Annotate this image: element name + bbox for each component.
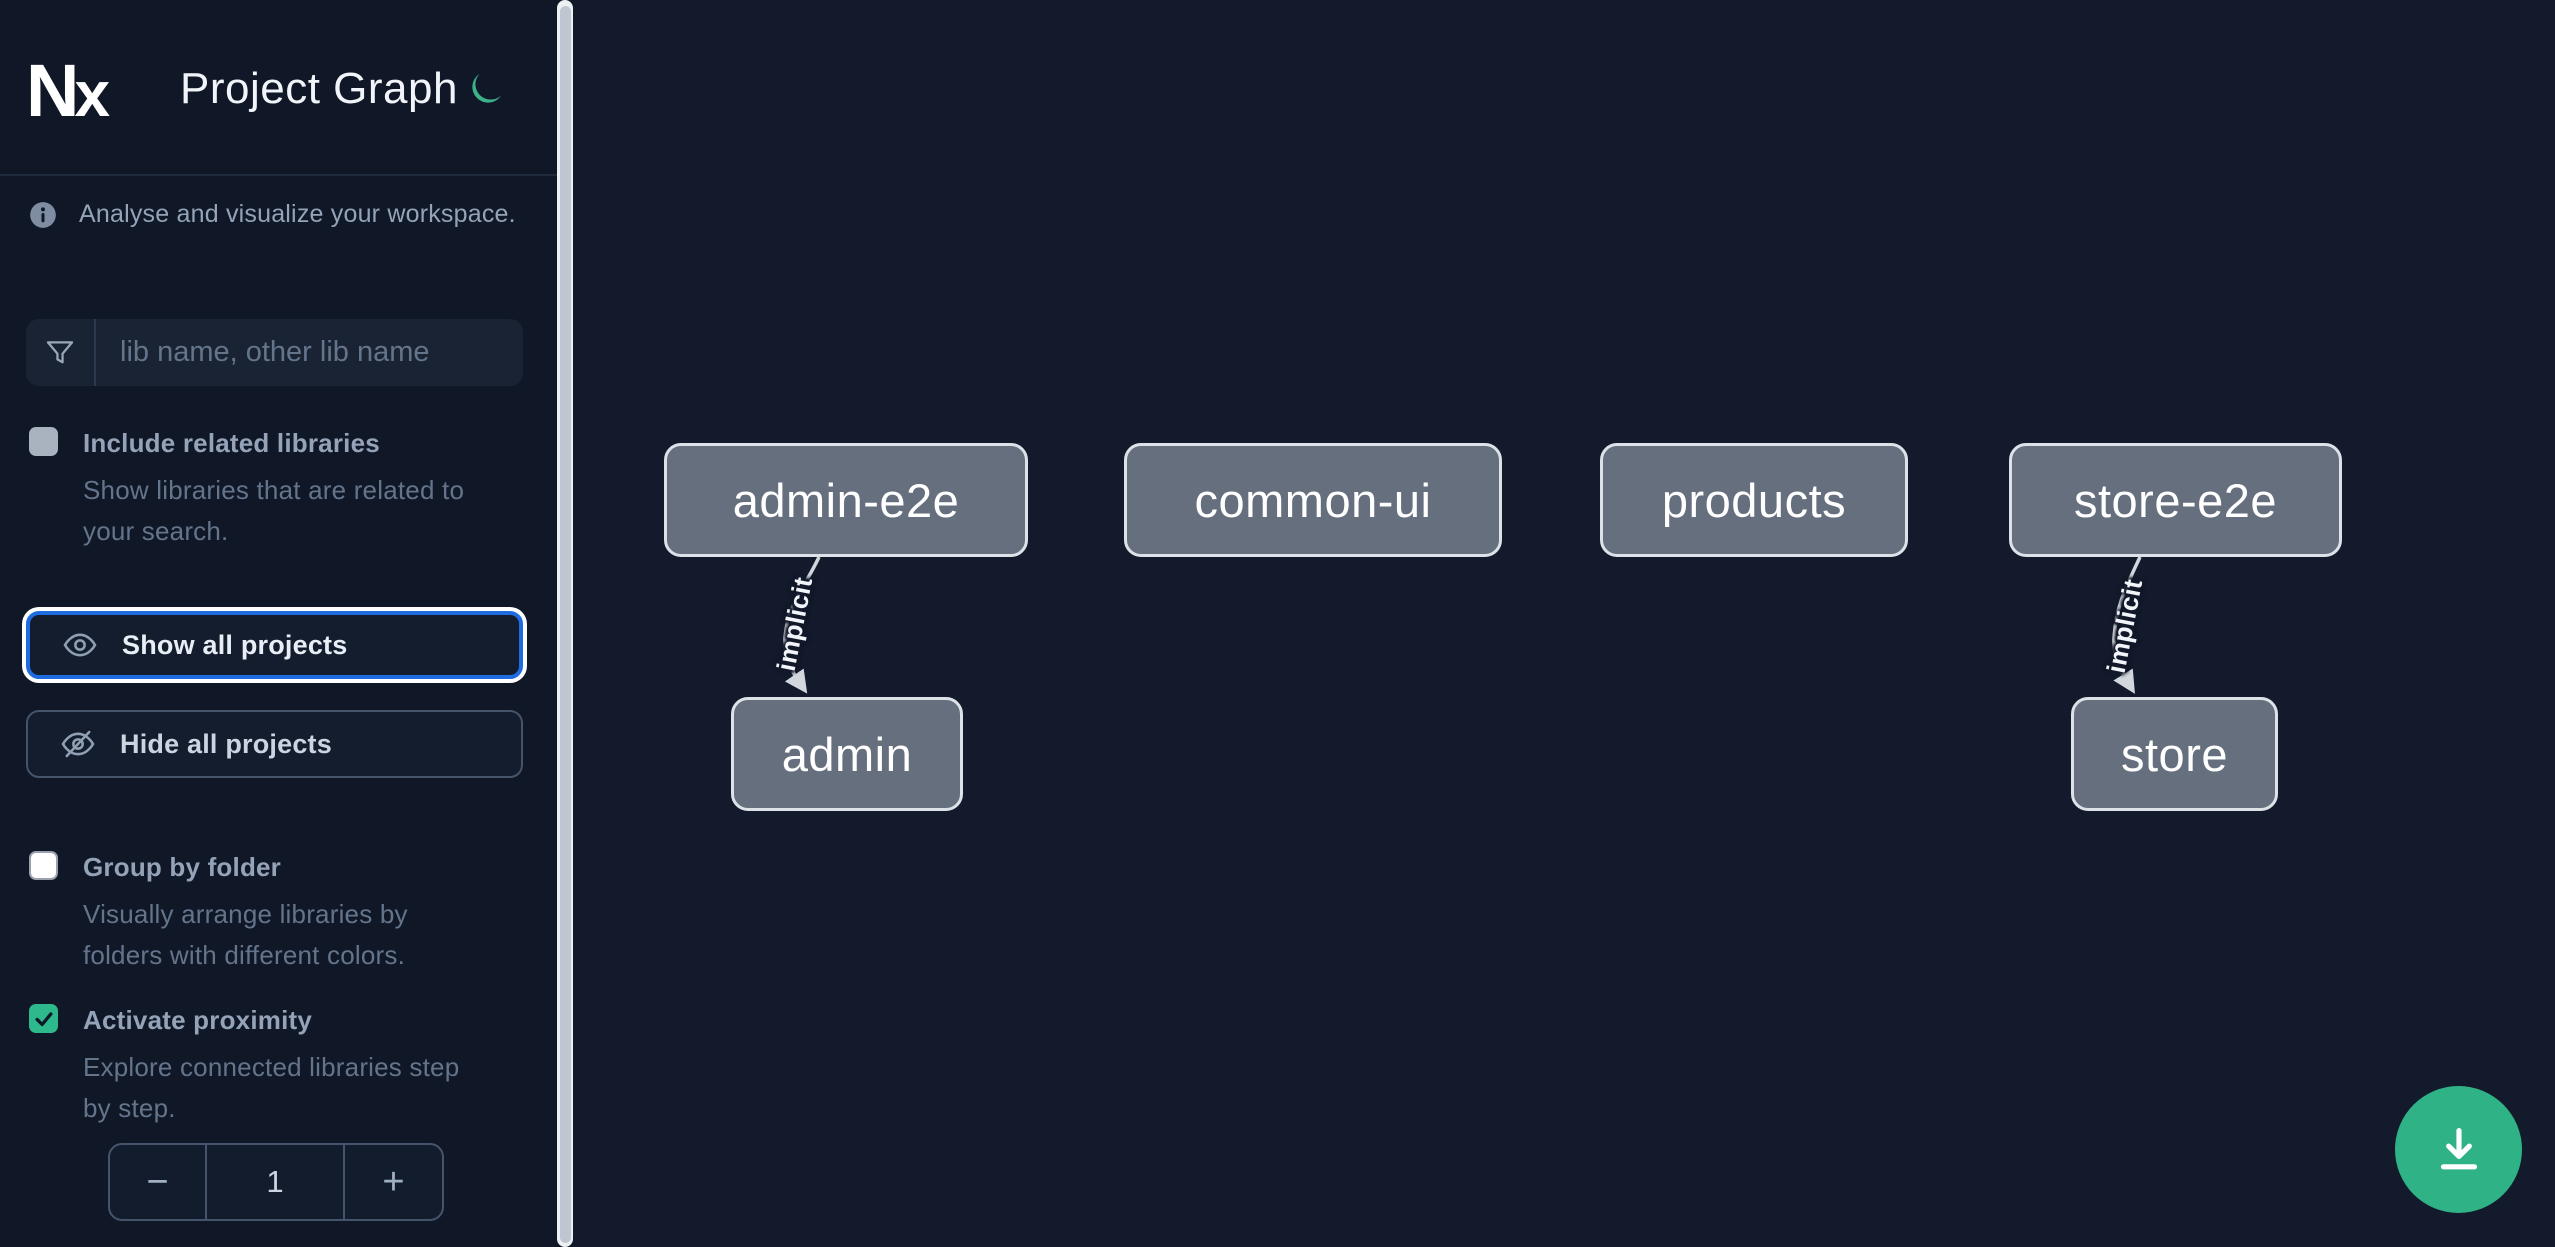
activate-proximity-label: Activate proximity [83,1005,313,1035]
graph-node-store[interactable]: store [2071,697,2278,811]
sidebar: Nx Project Graph Analyse and visualize y… [0,0,573,1247]
check-icon [33,1008,55,1030]
graph-node-store-e2e[interactable]: store-e2e [2009,443,2342,557]
include-related-checkbox[interactable] [29,427,58,456]
search-box [26,319,523,386]
graph-node-admin-e2e[interactable]: admin-e2e [664,443,1028,557]
description-line: Show libraries that are related to [83,475,465,505]
funnel-icon [26,319,96,386]
proximity-depth-value: 1 [207,1145,345,1219]
page-title: Project Graph [180,64,458,113]
edge-store-e2e-to-store [2112,556,2142,694]
graph-edges [783,556,2142,694]
hide-all-projects-button[interactable]: Hide all projects [26,710,523,778]
eye-icon [62,627,98,663]
edge-admin-e2e-to-admin [783,556,821,694]
info-icon [29,201,57,229]
sidebar-scrollbar-thumb[interactable] [559,6,571,1243]
nx-logo-x: x [74,58,110,130]
include-related-label: Include related libraries [83,428,380,458]
group-by-folder-description: Visually arrange libraries by folders wi… [83,894,408,976]
nx-logo-n: N [26,49,80,132]
graph-node-admin[interactable]: admin [731,697,963,811]
toggle-activate-proximity: Activate proximity Explore connected lib… [29,1004,529,1134]
graph-node-products[interactable]: products [1600,443,1908,557]
include-related-description: Show libraries that are related to your … [83,470,464,552]
toggle-include-related: Include related libraries Show libraries… [29,427,529,557]
decrement-button[interactable]: − [110,1145,207,1219]
toggle-group-by-folder: Group by folder Visually arrange librari… [29,851,529,981]
sidebar-header: Nx Project Graph [0,0,557,176]
description-line: folders with different colors. [83,940,405,970]
proximity-depth-stepper: − 1 + [108,1143,444,1221]
download-icon [2428,1119,2490,1181]
activate-proximity-description: Explore connected libraries step by step… [83,1047,459,1129]
download-image-button[interactable] [2395,1086,2522,1213]
workspace-tagline-row: Analyse and visualize your workspace. [29,200,516,229]
moon-icon [465,70,509,110]
description-line: by step. [83,1093,176,1123]
workspace-tagline: Analyse and visualize your workspace. [79,200,516,228]
search-input[interactable] [96,319,523,386]
activate-proximity-checkbox[interactable] [29,1004,58,1033]
graph-node-common-ui[interactable]: common-ui [1124,443,1502,557]
group-by-folder-checkbox[interactable] [29,851,58,880]
show-all-projects-button[interactable]: Show all projects [26,611,523,679]
project-graph-canvas[interactable]: implicit implicit admin-e2e common-ui pr… [573,0,2555,1247]
description-line: Explore connected libraries step [83,1052,460,1082]
sidebar-scrollbar [557,0,573,1247]
nx-logo: Nx [26,54,126,130]
increment-button[interactable]: + [345,1145,442,1219]
hide-all-projects-label: Hide all projects [120,728,332,759]
eye-off-icon [60,726,96,762]
show-all-projects-label: Show all projects [122,629,348,660]
description-line: your search. [83,516,229,546]
group-by-folder-label: Group by folder [83,852,281,882]
description-line: Visually arrange libraries by [83,899,408,929]
dark-mode-toggle[interactable] [465,68,509,112]
